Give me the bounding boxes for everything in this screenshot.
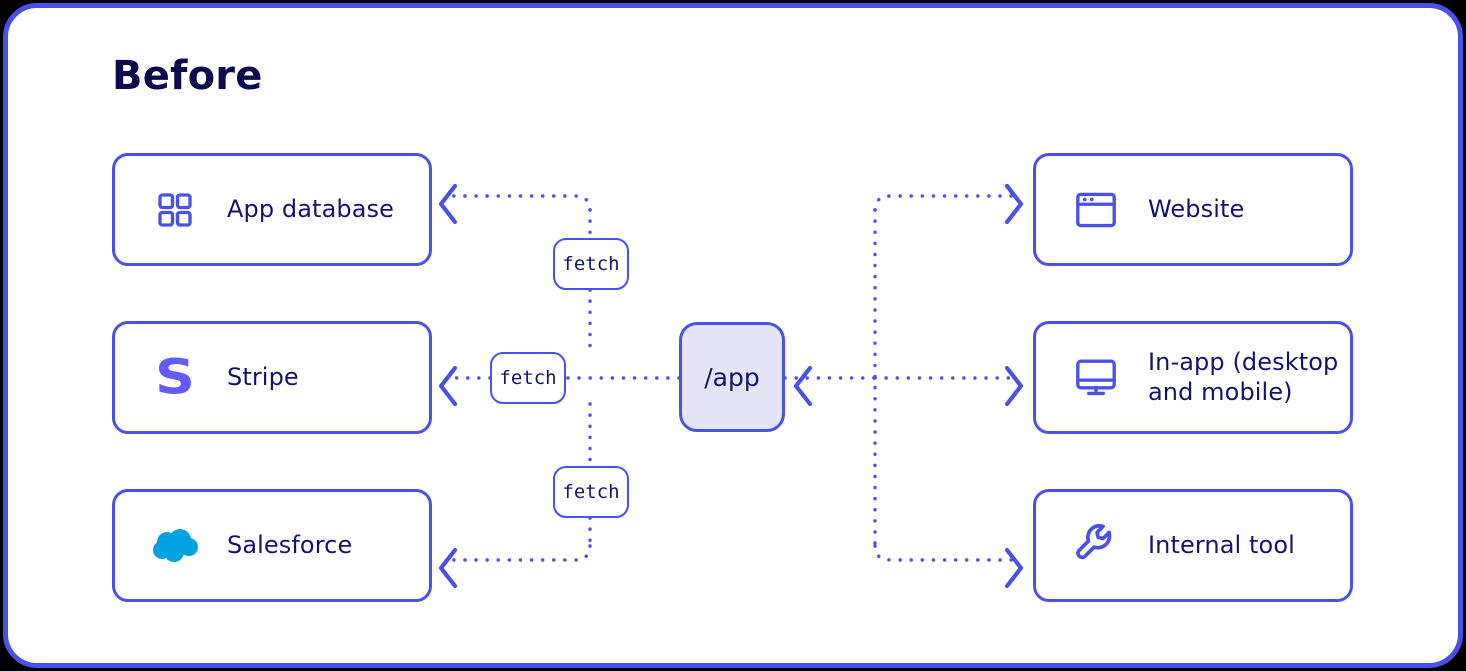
- stripe-logo-icon: S: [149, 352, 201, 404]
- fetch-label-stripe: fetch: [490, 352, 566, 404]
- wrench-icon: [1070, 520, 1122, 572]
- node-label: In-app (desktop and mobile): [1148, 348, 1339, 406]
- fetch-label-database: fetch: [553, 238, 629, 290]
- salesforce-cloud-icon: [149, 520, 201, 572]
- node-app-server[interactable]: /app: [679, 322, 785, 432]
- page-title: Before: [112, 53, 263, 99]
- grid-icon: [149, 184, 201, 236]
- fetch-label-salesforce: fetch: [553, 466, 629, 518]
- app-label: /app: [704, 362, 760, 392]
- node-label: Internal tool: [1148, 530, 1295, 559]
- node-internal-tool[interactable]: Internal tool: [1033, 489, 1353, 602]
- node-in-app[interactable]: In-app (desktop and mobile): [1033, 321, 1353, 434]
- monitor-icon: [1070, 352, 1122, 404]
- node-label: Stripe: [227, 362, 299, 391]
- svg-text:S: S: [155, 353, 195, 403]
- node-stripe[interactable]: S Stripe: [112, 321, 432, 434]
- node-label: Website: [1148, 194, 1245, 223]
- node-label: Salesforce: [227, 530, 353, 559]
- node-app-database[interactable]: App database: [112, 153, 432, 266]
- browser-window-icon: [1070, 184, 1122, 236]
- node-salesforce[interactable]: Salesforce: [112, 489, 432, 602]
- node-website[interactable]: Website: [1033, 153, 1353, 266]
- node-label: App database: [227, 194, 394, 223]
